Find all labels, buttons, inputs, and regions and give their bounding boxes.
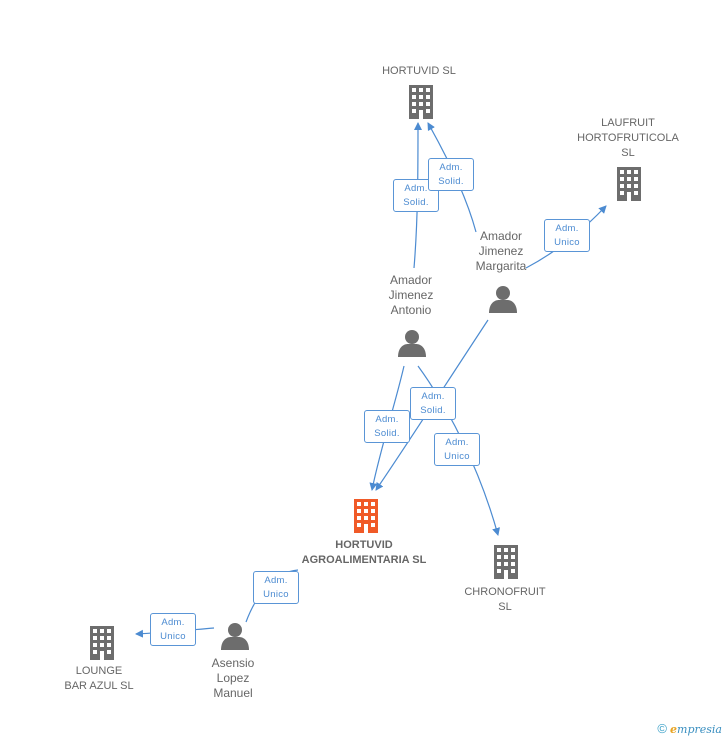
- node-amador-antonio[interactable]: Amador Jimenez Antonio: [388, 273, 434, 317]
- node-asensio-lopez[interactable]: Asensio Lopez Manuel: [211, 656, 255, 700]
- edge-label-asensio-lounge: Adm. Unico: [150, 613, 196, 646]
- person-icon: [221, 623, 249, 650]
- building-icon: [90, 626, 114, 660]
- brand-initial: e: [670, 723, 678, 736]
- edge-label-margarita-laufruit: Adm. Unico: [544, 219, 590, 252]
- node-amador-margarita[interactable]: Amador Jimenez Margarita: [475, 229, 527, 273]
- person-icon: [489, 286, 517, 313]
- node-lounge-bar-azul[interactable]: LOUNGE BAR AZUL SL: [64, 665, 134, 692]
- edge-label-margarita-agro: Adm. Solid.: [410, 387, 456, 420]
- building-icon: [617, 167, 641, 201]
- edge-label-asensio-agro: Adm. Unico: [253, 571, 299, 604]
- edge-label-antonio-agro: Adm. Solid.: [364, 410, 410, 443]
- edge-label-margarita-hortuvid: Adm. Solid.: [428, 158, 474, 191]
- building-icon: [354, 499, 378, 533]
- node-chronofruit[interactable]: CHRONOFRUIT SL: [464, 586, 546, 613]
- node-laufruit[interactable]: LAUFRUIT HORTOFRUTICOLA SL: [577, 117, 679, 159]
- node-hortuvid-agroalimentaria[interactable]: HORTUVID AGROALIMENTARIA SL: [301, 539, 427, 566]
- copyright-symbol: ©: [657, 721, 667, 736]
- edge-label-antonio-chronofruit: Adm. Unico: [434, 433, 480, 466]
- node-hortuvid-sl[interactable]: HORTUVID SL: [382, 65, 456, 77]
- person-icon: [398, 330, 426, 357]
- brand-name: mpresia: [677, 723, 722, 736]
- building-icon: [409, 85, 433, 119]
- brand-logo: © empresia: [657, 721, 722, 736]
- building-icon: [494, 545, 518, 579]
